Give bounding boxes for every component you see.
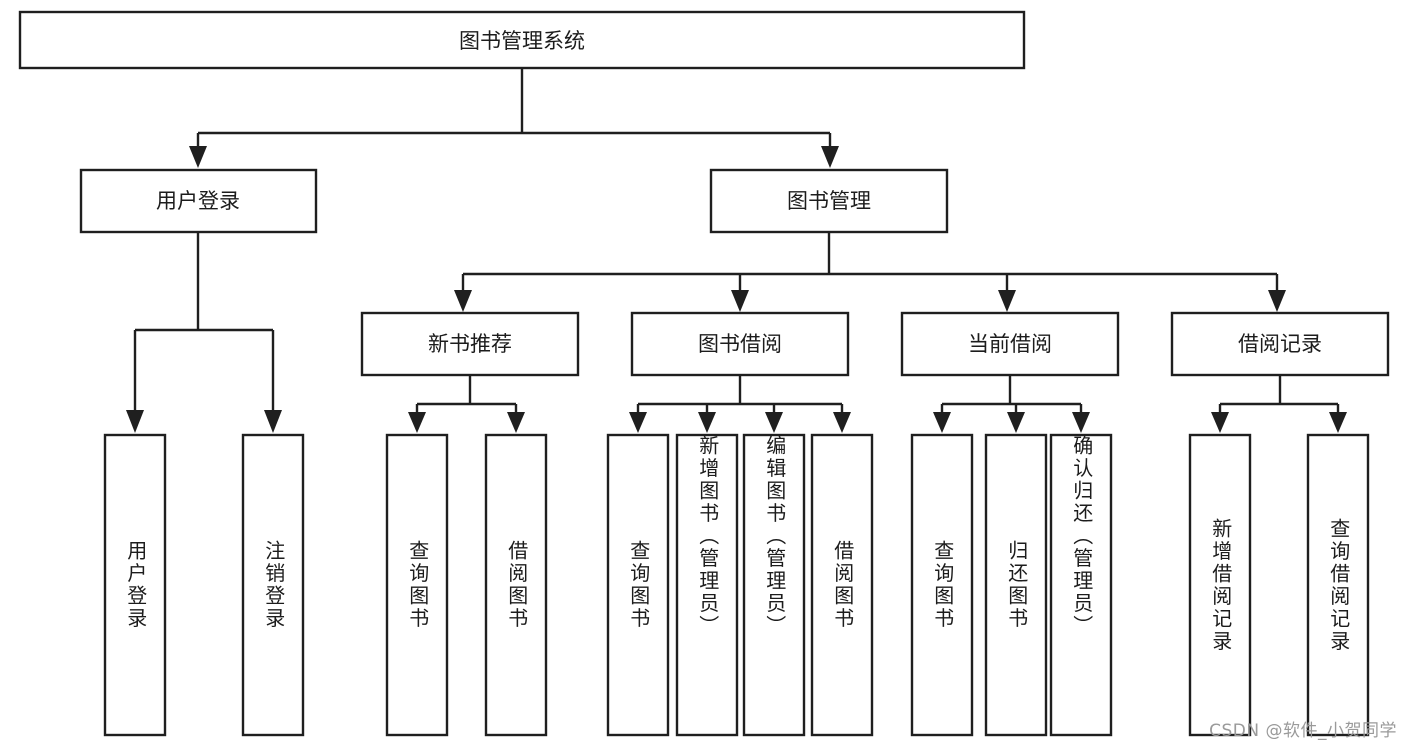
leaf-add-record-box[interactable] [1188, 433, 1252, 737]
current-borrow-box[interactable] [900, 311, 1120, 377]
arrow-book-manage [821, 146, 839, 168]
arrow-user-login [189, 146, 207, 168]
book-borrow-box[interactable] [630, 311, 850, 377]
leaf-borrow-book-1-box[interactable] [484, 433, 548, 737]
arrow-book-borrow [731, 290, 749, 312]
leaf-confirm-return-box[interactable] [1049, 433, 1113, 737]
node-current-borrow[interactable]: 当前借阅 [900, 311, 1120, 377]
user-login-label: 用户登录 [156, 189, 240, 213]
connector-book-borrow-to-leaves [629, 375, 851, 433]
arrow-leaf-add-book [698, 412, 716, 433]
node-borrow-record[interactable]: 借阅记录 [1170, 311, 1390, 377]
arrow-new-book-recommend [454, 290, 472, 312]
leaf-edit-book-box[interactable] [742, 433, 806, 737]
arrow-leaf-add-record [1211, 412, 1229, 433]
new-book-recommend-label: 新书推荐 [428, 332, 512, 356]
arrow-leaf-query-book-3 [933, 412, 951, 433]
arrow-leaf-confirm-return [1072, 412, 1090, 433]
current-borrow-label: 当前借阅 [968, 332, 1052, 356]
leaf-user-login-box[interactable] [103, 433, 167, 737]
new-book-recommend-box[interactable] [360, 311, 580, 377]
arrow-current-borrow [998, 290, 1016, 312]
node-user-login[interactable]: 用户登录 [79, 168, 318, 234]
root-box[interactable] [18, 10, 1026, 70]
arrow-leaf-query-book-2 [629, 412, 647, 433]
book-manage-box[interactable] [709, 168, 949, 234]
arrow-leaf-user-login [126, 410, 144, 433]
leaf-boxes [103, 433, 1370, 737]
node-new-book-recommend[interactable]: 新书推荐 [360, 311, 580, 377]
connector-book-manage-to-level3 [454, 232, 1286, 312]
arrow-leaf-return-book [1007, 412, 1025, 433]
book-borrow-label: 图书借阅 [698, 332, 782, 356]
leaf-borrow-book-2-box[interactable] [810, 433, 874, 737]
arrow-leaf-query-book-1 [408, 412, 426, 433]
arrow-leaf-borrow-book-2 [833, 412, 851, 433]
arrow-leaf-query-record [1329, 412, 1347, 433]
leaf-query-book-3-box[interactable] [910, 433, 974, 737]
connector-current-borrow-to-leaves [933, 375, 1090, 433]
connector-borrow-record-to-leaves [1211, 375, 1347, 433]
leaf-logout-login-box[interactable] [241, 433, 305, 737]
connector-root-to-level2 [189, 68, 839, 168]
arrow-leaf-edit-book [765, 412, 783, 433]
connector-user-login-to-leaves [126, 232, 282, 433]
leaf-query-book-2-box[interactable] [606, 433, 670, 737]
arrow-leaf-logout-login [264, 410, 282, 433]
leaf-query-record-box[interactable] [1306, 433, 1370, 737]
arrow-leaf-borrow-book-1 [507, 412, 525, 433]
node-book-borrow[interactable]: 图书借阅 [630, 311, 850, 377]
node-root[interactable]: 图书管理系统 [18, 10, 1026, 70]
book-manage-label: 图书管理 [787, 189, 871, 213]
root-label: 图书管理系统 [459, 29, 585, 53]
leaf-query-book-1-box[interactable] [385, 433, 449, 737]
borrow-record-label: 借阅记录 [1238, 332, 1322, 356]
connector-new-book-recommend-to-leaves [408, 375, 525, 433]
borrow-record-box[interactable] [1170, 311, 1390, 377]
arrow-borrow-record [1268, 290, 1286, 312]
leaf-return-book-box[interactable] [984, 433, 1048, 737]
node-book-manage[interactable]: 图书管理 [709, 168, 949, 234]
leaf-add-book-box[interactable] [675, 433, 739, 737]
